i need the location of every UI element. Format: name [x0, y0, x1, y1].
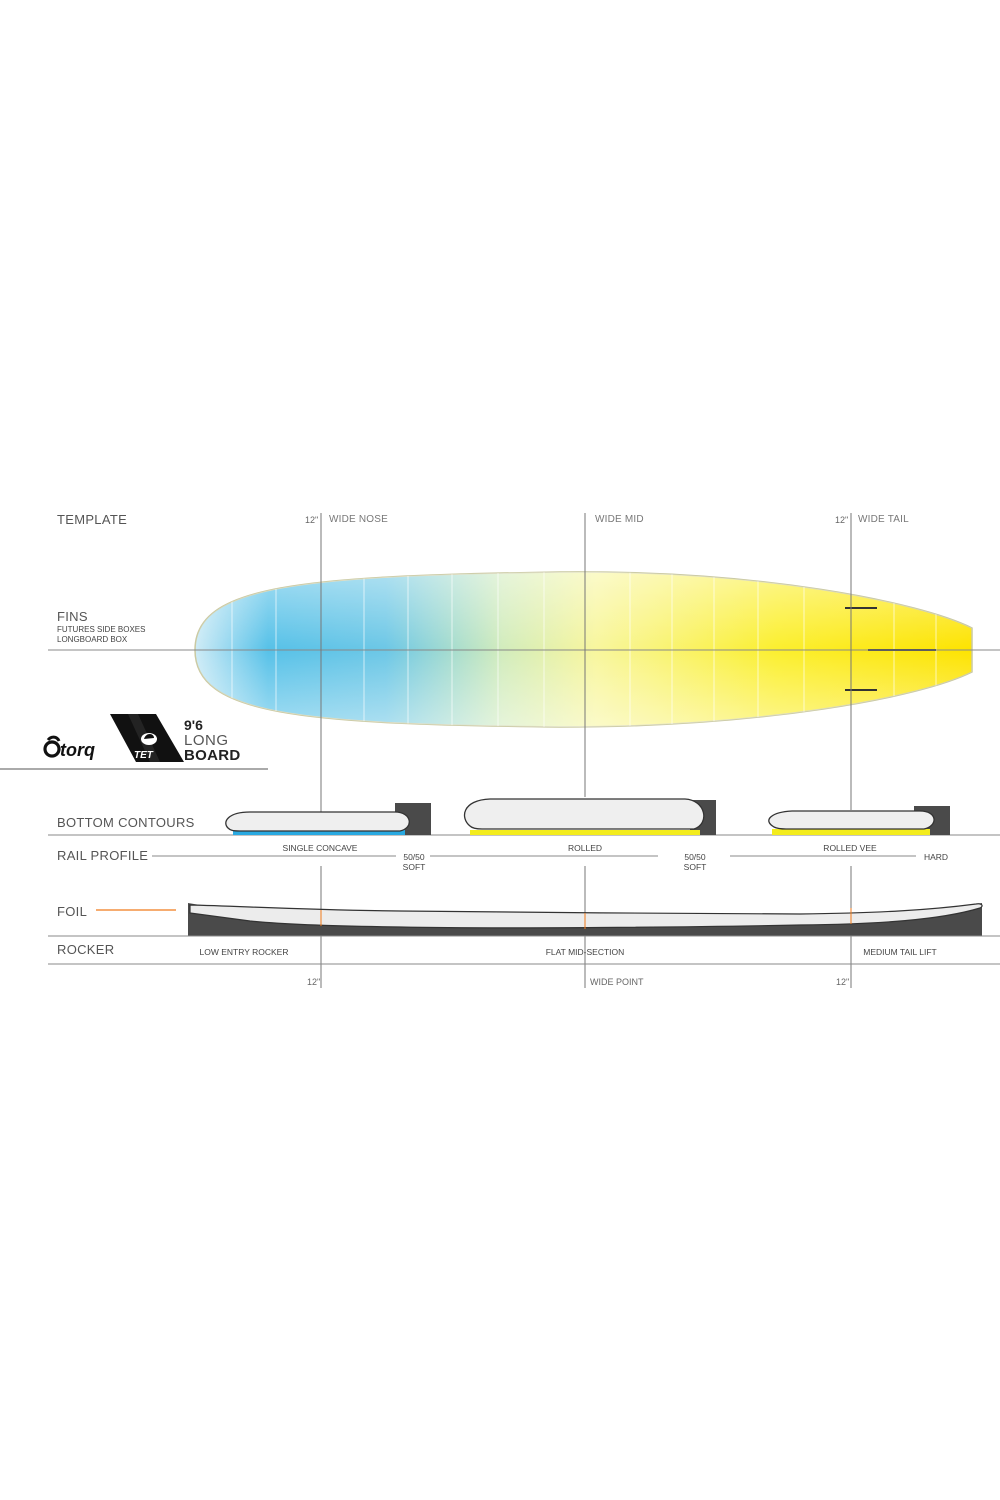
bottom-contours [48, 798, 1000, 836]
wide-point-label: WIDE POINT [590, 977, 644, 987]
rail-nose-label: 50/50 SOFT [403, 852, 426, 872]
foil-profile [96, 903, 983, 936]
torq-logo: torq [42, 733, 122, 768]
wide-mid-label: WIDE MID [595, 514, 644, 525]
section-fins: FINS [57, 609, 88, 624]
board-panel-lines [195, 571, 972, 727]
contour-tail-label: ROLLED VEE [823, 843, 877, 853]
torq-wordmark: torq [60, 740, 95, 760]
section-template: TEMPLATE [57, 512, 128, 527]
board-length: 9'6 [184, 717, 203, 733]
contour-nose-label: SINGLE CONCAVE [282, 843, 358, 853]
marker-lines [320, 513, 852, 988]
board-template [194, 571, 973, 728]
rail-tail-label: HARD [923, 852, 949, 862]
model-name: 9'6 LONG BOARD [184, 717, 241, 764]
tail-distance-label: 12" [835, 515, 849, 525]
bottom-tail-distance: 12" [836, 977, 850, 987]
section-bottom-contours: BOTTOM CONTOURS [57, 815, 195, 830]
fins-detail-sideboxes: FUTURES SIDE BOXES [57, 625, 146, 634]
bottom-nose-distance: 12" [307, 977, 321, 987]
rail-mid-feel: SOFT [683, 862, 707, 872]
rail-mid-label: 50/50 SOFT [684, 852, 707, 872]
section-rail-profile: RAIL PROFILE [57, 848, 149, 863]
rail-nose-feel: SOFT [402, 862, 426, 872]
section-foil: FOIL [57, 904, 88, 919]
section-rocker: ROCKER [57, 942, 115, 957]
rocker-mid-label: FLAT MID-SECTION [545, 947, 625, 957]
rocker-nose-label: LOW ENTRY ROCKER [199, 947, 289, 957]
fins-detail-longboard-box: LONGBOARD BOX [57, 635, 128, 644]
tet-logo: TET [108, 712, 184, 769]
wide-tail-label: WIDE TAIL [858, 514, 909, 525]
model-type-bottom: BOARD [184, 747, 241, 764]
rocker-tail-label: MEDIUM TAIL LIFT [863, 947, 937, 957]
rail-mid-shape: 50/50 [684, 852, 706, 862]
model-type-top: LONG [184, 732, 229, 749]
contour-mid-label: ROLLED [567, 843, 603, 853]
rail-nose-shape: 50/50 [403, 852, 425, 862]
nose-distance-label: 12" [305, 515, 319, 525]
wide-nose-label: WIDE NOSE [329, 514, 389, 525]
tet-wordmark: TET [134, 750, 154, 761]
